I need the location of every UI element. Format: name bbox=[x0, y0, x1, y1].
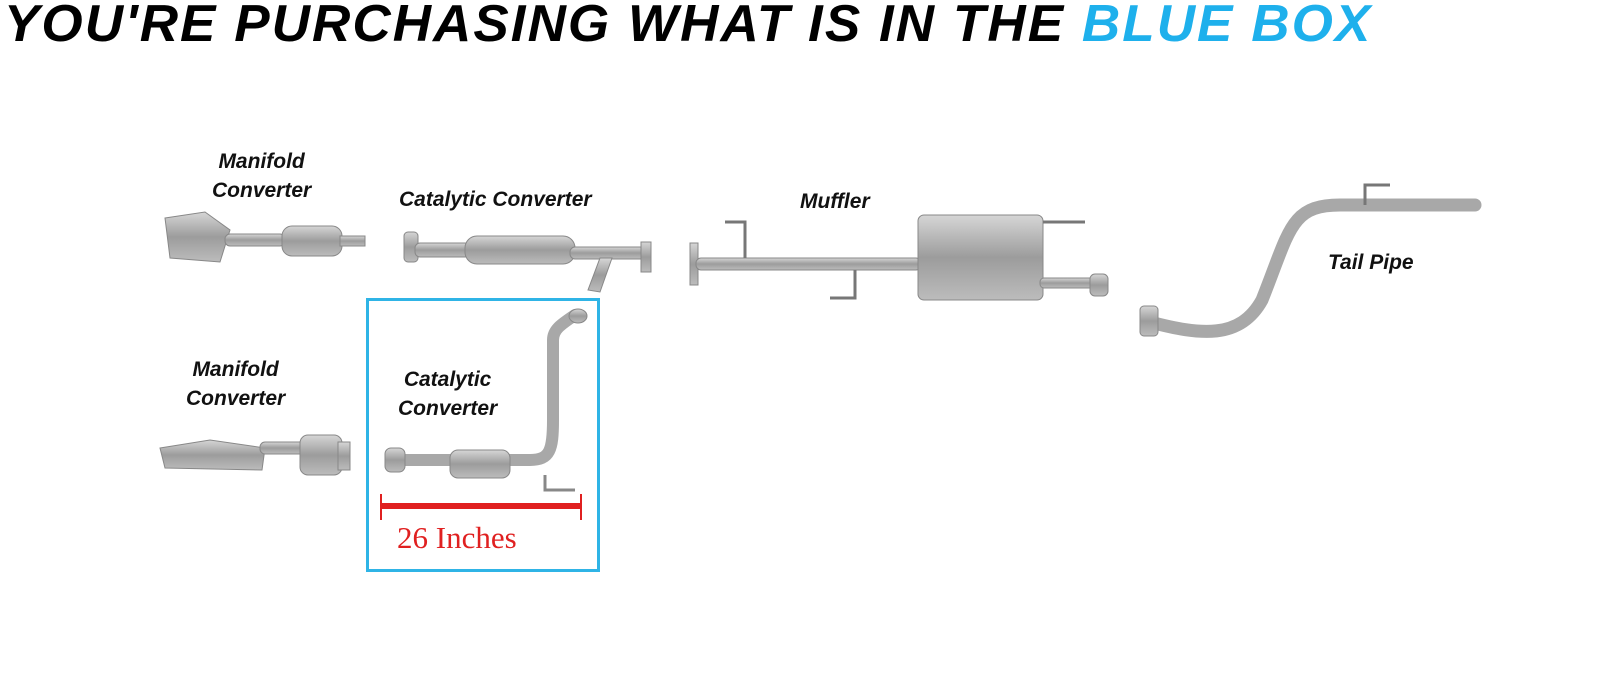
measurement-bar bbox=[380, 494, 582, 520]
manifold-converter-bottom-part bbox=[159, 434, 351, 476]
manifold-converter-top-part bbox=[164, 211, 366, 263]
tail-pipe-part bbox=[1139, 183, 1482, 338]
headline-prefix: YOU'RE PURCHASING WHAT IS IN THE bbox=[4, 0, 1066, 53]
label-manifold-converter-bottom: Manifold Converter bbox=[186, 358, 286, 410]
label-muffler: Muffler bbox=[800, 190, 870, 213]
label-catalytic-converter-selected: Catalytic Converter bbox=[398, 368, 498, 420]
headline: YOU'RE PURCHASING WHAT IS IN THE BLUE BO… bbox=[4, 0, 1372, 54]
selected-part-box bbox=[366, 298, 600, 572]
muffler-part bbox=[689, 214, 1109, 301]
label-manifold-converter-top: Manifold Converter bbox=[212, 150, 312, 202]
catalytic-converter-selected-part bbox=[384, 308, 588, 492]
headline-highlight: BLUE BOX bbox=[1081, 0, 1373, 53]
measurement-label: 26 Inches bbox=[397, 520, 517, 555]
label-catalytic-converter-top: Catalytic Converter bbox=[399, 188, 592, 211]
label-tail-pipe: Tail Pipe bbox=[1328, 251, 1414, 274]
catalytic-converter-top-part bbox=[403, 231, 652, 293]
